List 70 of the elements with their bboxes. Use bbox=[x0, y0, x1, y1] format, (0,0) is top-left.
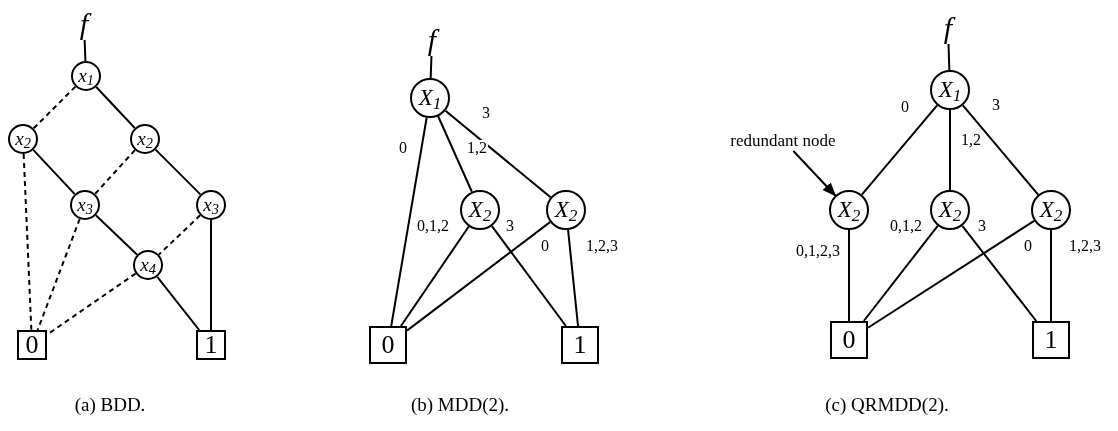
connector-line bbox=[95, 85, 136, 130]
edge-label: 3 bbox=[991, 97, 1001, 113]
edge-label: 3 bbox=[481, 105, 491, 121]
variable-node: x$_{1}$ bbox=[71, 61, 101, 91]
edge-label: 1,2,3 bbox=[1068, 238, 1102, 254]
variable-node: X$_{1}$ bbox=[410, 78, 450, 118]
edge-label: 0 bbox=[900, 99, 910, 115]
edge-label: 0 bbox=[540, 238, 550, 254]
variable-node: x$_{4}$ bbox=[133, 250, 163, 280]
variable-node: X$_{1}$ bbox=[930, 70, 970, 110]
variable-node: x$_{3}$ bbox=[70, 190, 100, 220]
variable-node: X$_{2}$ bbox=[930, 190, 970, 230]
figure-caption: (b) MDD(2). bbox=[410, 394, 510, 414]
terminal-node: 0 bbox=[830, 321, 868, 359]
connector-line bbox=[961, 104, 1040, 196]
connector-line bbox=[390, 116, 428, 327]
variable-node: x$_{3}$ bbox=[196, 190, 226, 220]
pointer-arrow bbox=[792, 150, 837, 197]
variable-node: x$_{2}$ bbox=[8, 124, 38, 154]
function-label: f bbox=[939, 12, 957, 44]
variable-node: x$_{2}$ bbox=[130, 124, 160, 154]
connector-line bbox=[867, 219, 1036, 329]
variable-node: X$_{2}$ bbox=[460, 190, 500, 230]
edge-label: 3 bbox=[505, 218, 515, 234]
connector-line bbox=[490, 225, 567, 327]
edge-label: 0,1,2,3 bbox=[795, 243, 841, 259]
connector-line bbox=[36, 218, 81, 331]
connector-line bbox=[444, 109, 552, 199]
callout-text: redundant node bbox=[695, 129, 871, 151]
variable-node: X$_{2}$ bbox=[546, 190, 586, 230]
connector-line bbox=[22, 153, 33, 331]
connector-line bbox=[399, 225, 470, 327]
connector-line bbox=[848, 229, 850, 322]
connector-line bbox=[156, 275, 201, 331]
connector-line bbox=[949, 109, 951, 191]
variable-node: X$_{2}$ bbox=[829, 190, 869, 230]
connector-line bbox=[154, 148, 202, 196]
function-label: f bbox=[423, 24, 441, 56]
figure-caption: (a) BDD. bbox=[74, 394, 146, 414]
figure-caption: (c) QRMDD(2). bbox=[825, 394, 949, 414]
connector-line bbox=[860, 104, 939, 196]
connector-line bbox=[210, 219, 212, 331]
connector-line bbox=[429, 55, 433, 79]
edge-label: 1,2,3 bbox=[585, 238, 619, 254]
edge-label: 1,2 bbox=[466, 140, 488, 156]
connector-line bbox=[567, 228, 580, 327]
connector-line bbox=[32, 148, 76, 196]
connector-line bbox=[94, 149, 136, 195]
edge-label: 0,1,2 bbox=[416, 218, 450, 234]
connector-line bbox=[157, 214, 202, 256]
connector-line bbox=[406, 221, 552, 332]
connector-line bbox=[1050, 229, 1052, 322]
connector-line bbox=[83, 39, 87, 62]
connector-line bbox=[947, 43, 951, 71]
connector-line bbox=[32, 85, 77, 130]
function-label: f bbox=[75, 8, 93, 40]
edge-label: 0,1,2 bbox=[889, 218, 923, 234]
connector-line bbox=[94, 214, 139, 256]
terminal-node: 1 bbox=[561, 326, 599, 364]
edge-label: 3 bbox=[977, 218, 987, 234]
connector-line bbox=[862, 224, 939, 322]
edge-label: 0 bbox=[1023, 238, 1033, 254]
edge-label: 0 bbox=[398, 140, 408, 156]
terminal-node: 0 bbox=[17, 330, 47, 360]
variable-node: X$_{2}$ bbox=[1031, 190, 1071, 230]
edge-label: 1,2 bbox=[960, 132, 982, 148]
terminal-node: 1 bbox=[1032, 321, 1070, 359]
terminal-node: 1 bbox=[196, 330, 226, 360]
terminal-node: 0 bbox=[369, 326, 407, 364]
connector-line bbox=[961, 224, 1038, 322]
